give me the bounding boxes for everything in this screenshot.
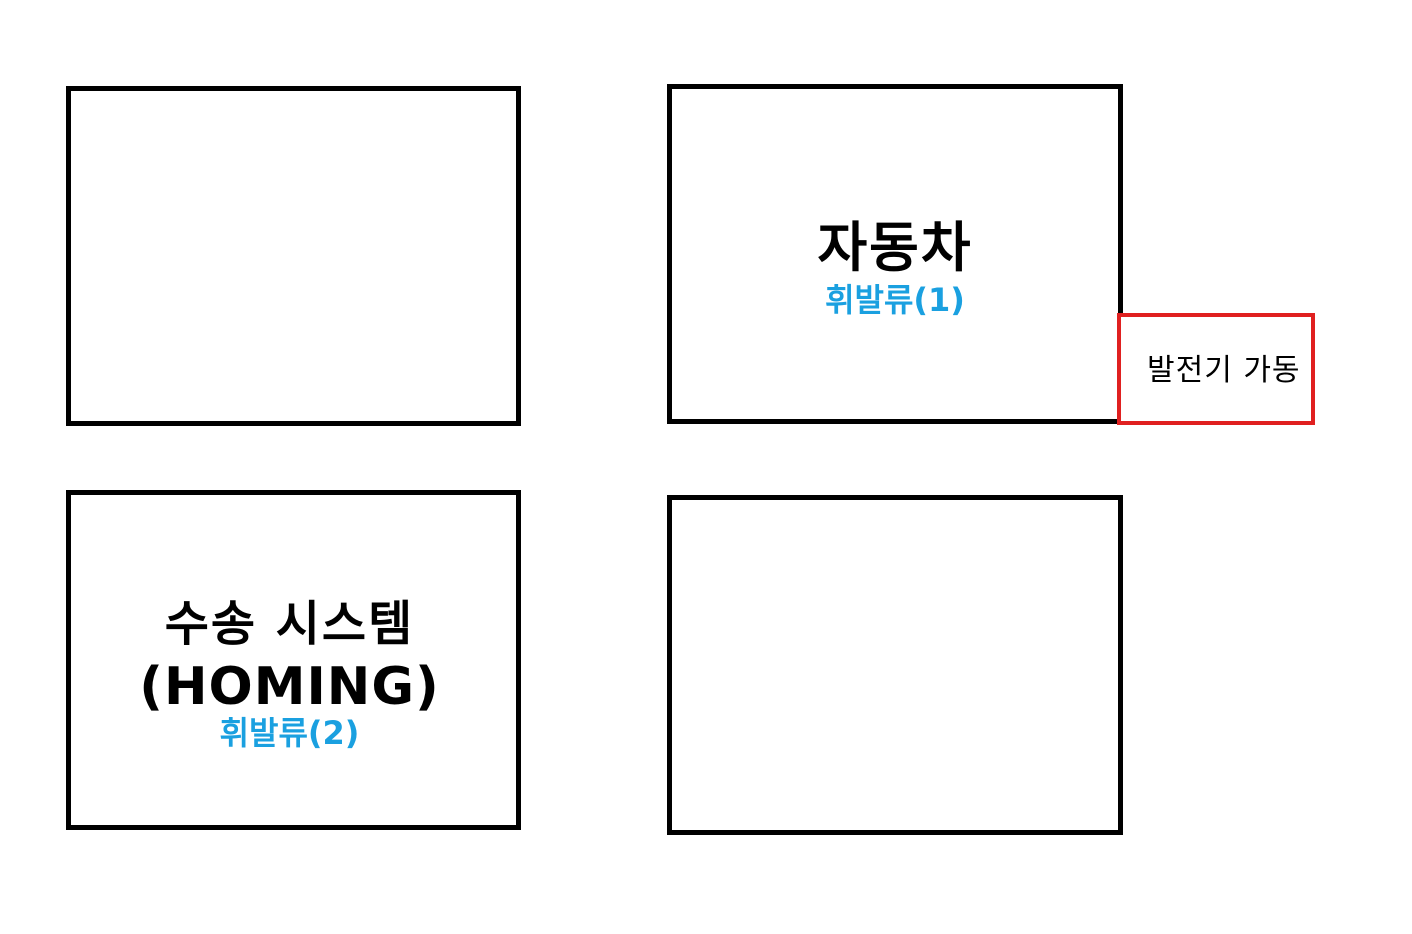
transport-fuel-label: 휘발류(2) xyxy=(219,714,360,752)
transport-text-group: 수송 시스템 (HOMING) 휘발류(2) xyxy=(67,595,512,751)
empty-box-top-left xyxy=(66,86,521,426)
car-title: 자동차 xyxy=(817,216,973,279)
car-text-group: 자동차 휘발류(1) xyxy=(672,216,1118,320)
homing-title: (HOMING) xyxy=(139,657,440,717)
generator-label: 발전기 가동 xyxy=(1147,353,1301,388)
car-box: 자동차 휘발류(1) xyxy=(667,84,1123,424)
generator-callout-box: 발전기 가동 xyxy=(1117,313,1315,425)
empty-box-bottom-right xyxy=(667,495,1123,835)
car-fuel-label: 휘발류(1) xyxy=(825,281,965,319)
transport-system-box: 수송 시스템 (HOMING) 휘발류(2) xyxy=(66,490,521,830)
transport-title: 수송 시스템 xyxy=(164,596,415,652)
